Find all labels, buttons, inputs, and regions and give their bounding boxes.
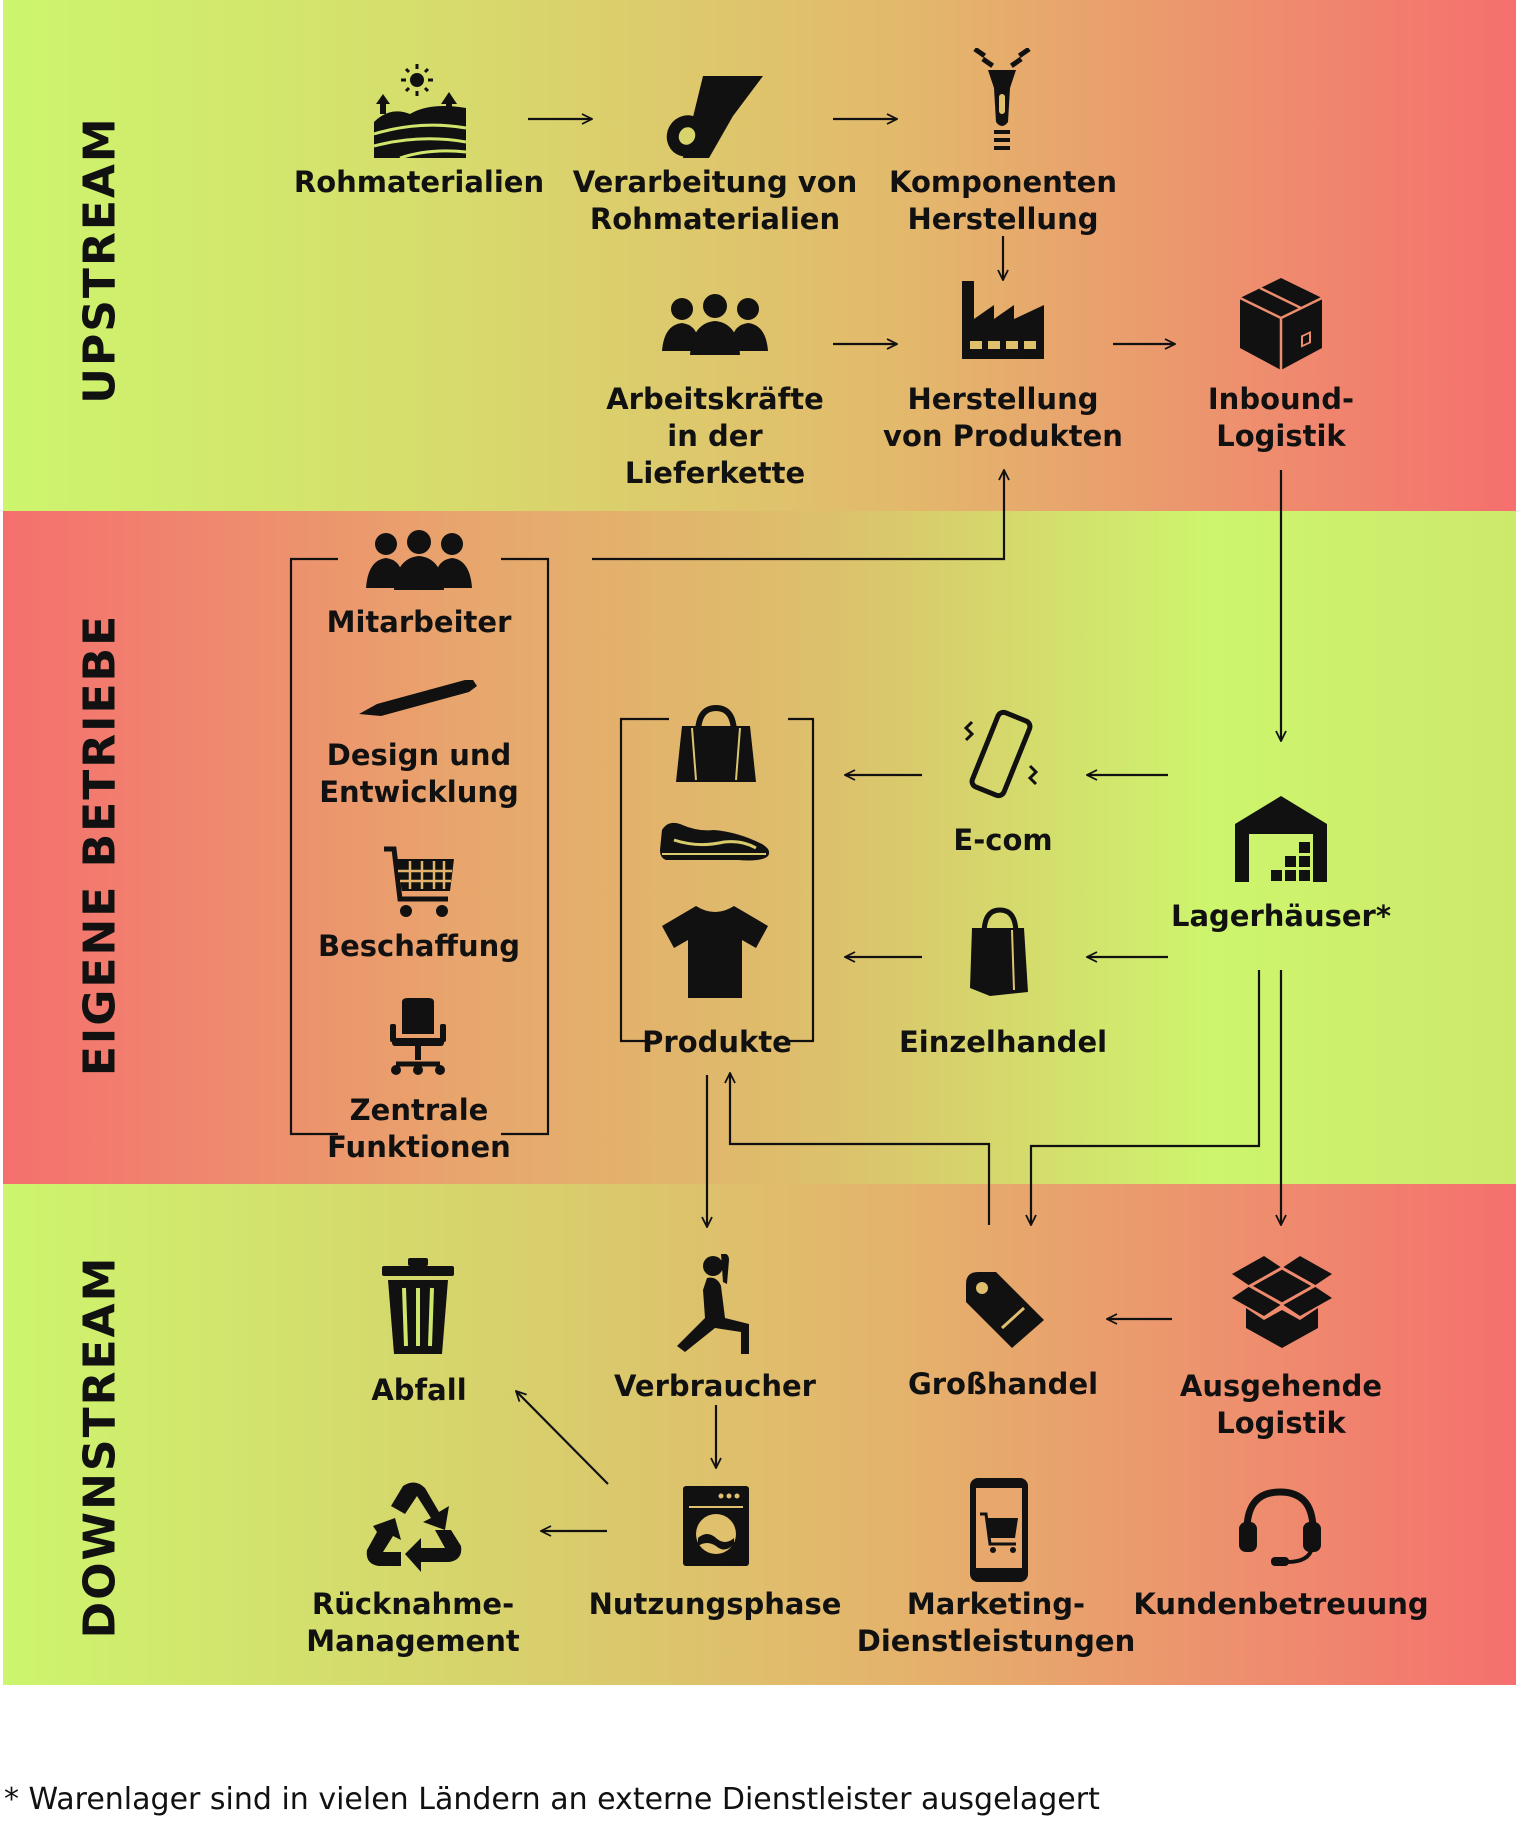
bracket-own-functions [289, 557, 550, 1136]
team-icon [366, 530, 472, 590]
footnote: * Warenlager sind in vielen Ländern an e… [4, 1782, 1100, 1817]
upstream-band [3, 0, 1516, 511]
shopping-bag-icon [970, 907, 1028, 996]
yoga-person-icon [677, 1254, 749, 1354]
mobile-shop-icon [970, 1478, 1028, 1582]
node-lagerhaeuser: Lagerhäuser* [1170, 899, 1392, 933]
office-chair-icon [390, 998, 446, 1075]
node-verbraucher: Verbraucher [614, 1369, 816, 1403]
node-grosshandel: Großhandel [907, 1367, 1099, 1401]
node-beschaffung: Beschaffung [318, 929, 520, 963]
handbag-icon [676, 704, 756, 782]
box-icon [1239, 278, 1323, 370]
fabric-roll-icon [666, 76, 763, 158]
arrow-lager-to-grosshandel [1031, 970, 1261, 1225]
node-zentrale: Zentrale Funktionen [327, 1093, 511, 1164]
bracket-products [619, 717, 815, 1043]
arrow-nutzung-to-abfall [516, 1391, 609, 1485]
washing-machine-icon [683, 1486, 749, 1566]
node-einzelhandel: Einzelhandel [898, 1025, 1108, 1059]
arrow-own-to-herstellung [592, 470, 1004, 561]
node-marketing: Marketing- Dienstleistungen [856, 1587, 1136, 1658]
node-arbeitskraefte: Arbeitskräfte in der Lieferkette [606, 382, 824, 490]
arrow-grosshandel-to-produkte [730, 1073, 991, 1225]
tshirt-icon [662, 906, 768, 998]
shopping-cart-icon [384, 846, 454, 917]
recycle-icon [366, 1482, 462, 1572]
node-nutzungsphase: Nutzungsphase [588, 1587, 842, 1621]
node-kundenbetreuung: Kundenbetreuung [1133, 1587, 1429, 1621]
node-produkte: Produkte [642, 1025, 792, 1059]
node-design: Design und Entwicklung [319, 738, 519, 809]
node-ecom: E-com [953, 823, 1053, 857]
node-mitarbeiter: Mitarbeiter [326, 605, 512, 639]
node-ausgehende: Ausgehende Logistik [1179, 1369, 1383, 1440]
warehouse-icon [1235, 796, 1327, 882]
node-komponenten: Komponenten Herstellung [889, 165, 1117, 236]
open-box-icon [1232, 1256, 1332, 1348]
node-ruecknahme: Rücknahme- Management [306, 1587, 520, 1658]
pencil-icon [359, 680, 477, 716]
node-verarbeitung: Verarbeitung von Rohmaterialien [572, 165, 858, 236]
headset-icon [1239, 1488, 1321, 1566]
node-rohmaterialien: Rohmaterialien [293, 165, 545, 199]
smartphone-icon [963, 709, 1039, 799]
people-group-icon [662, 294, 768, 355]
factory-icon [962, 281, 1044, 359]
trash-bin-icon [382, 1258, 454, 1354]
price-tag-icon [966, 1272, 1044, 1348]
node-inbound: Inbound-Logistik [1207, 382, 1355, 453]
node-herstellung: Herstellung von Produkten [883, 382, 1123, 453]
sneaker-icon [660, 822, 770, 861]
zipper-icon [973, 48, 1031, 150]
field-sun-icon [373, 64, 467, 160]
node-abfall: Abfall [371, 1373, 467, 1407]
